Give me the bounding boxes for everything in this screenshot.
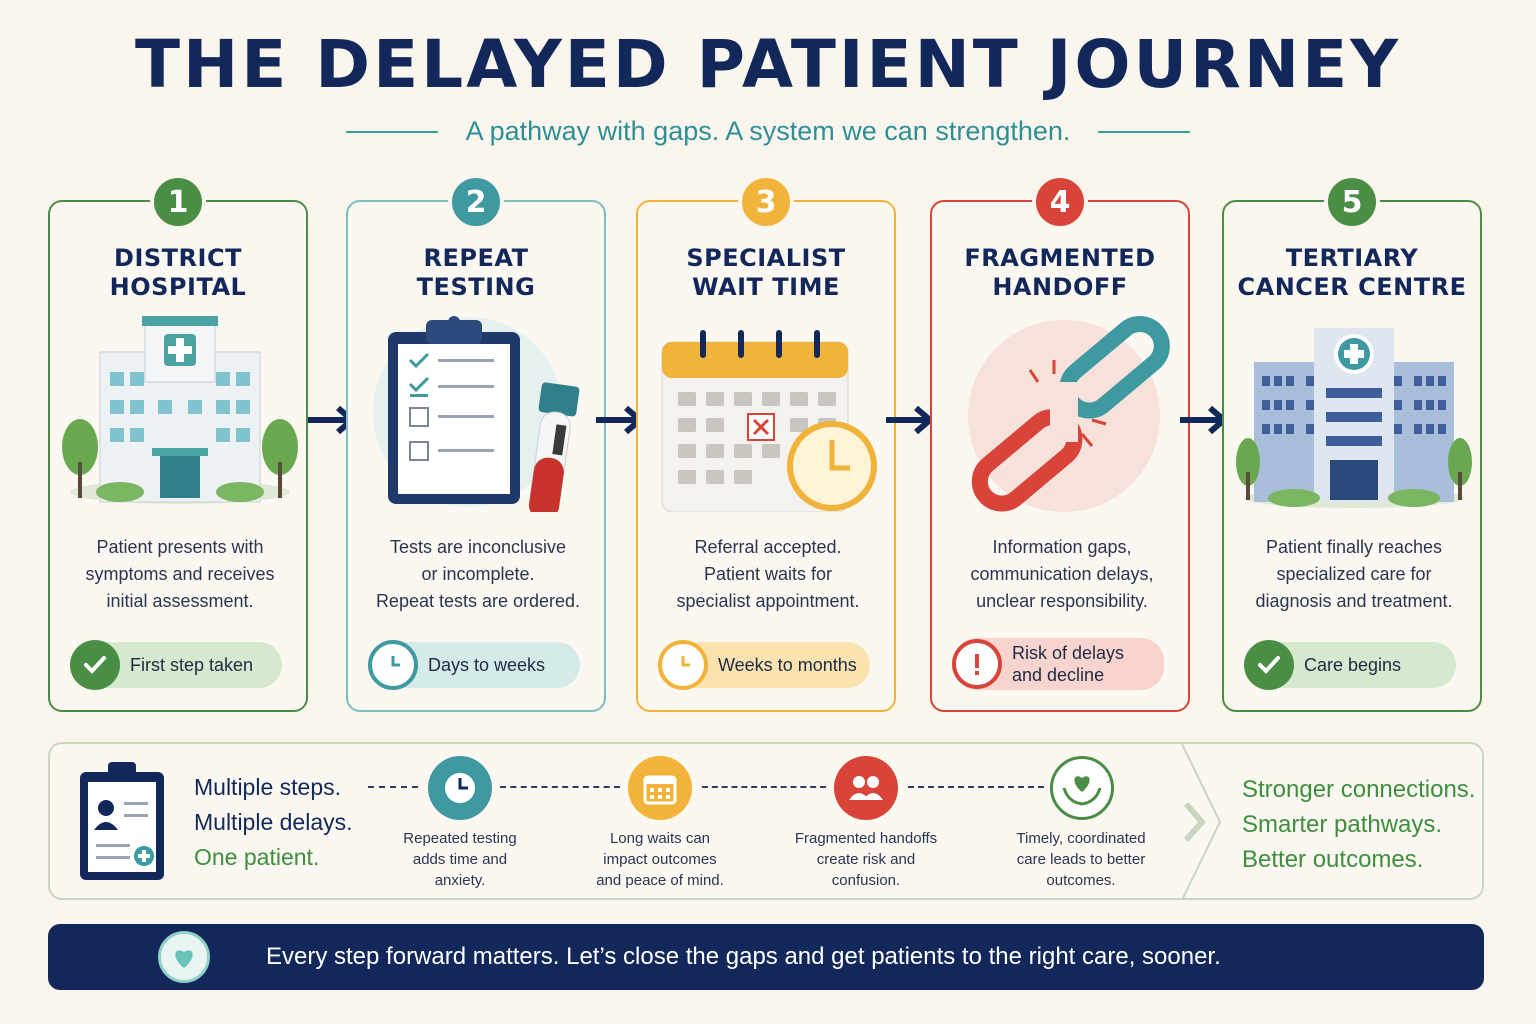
page-title: THE DELAYED PATIENT JOURNEY (134, 26, 1401, 103)
step-description: Patient finally reaches specialized care… (1255, 537, 1453, 611)
dashed-connector (368, 786, 418, 788)
chevron-right-icon (1181, 744, 1222, 900)
step-number-badge: 5 (1324, 174, 1380, 230)
summary-caption: Timely, coordinated care leads to better… (1016, 830, 1146, 889)
step-title: TERTIARY CANCER CENTRE (1237, 244, 1467, 301)
summary-lines: Multiple steps. Multiple delays. One pat… (194, 770, 353, 875)
summary-right-line: Better outcomes. (1242, 846, 1424, 873)
summary-line: Multiple delays. (194, 809, 353, 835)
summary-right-line: Stronger connections. (1242, 776, 1476, 803)
step-card-3: 3 SPECIALIST WAIT TIME Referral accepted… (636, 174, 896, 712)
summary-band: Multiple steps. Multiple delays. One pat… (48, 742, 1484, 900)
step-status-pill: Weeks to months (658, 640, 870, 690)
step-title: DISTRICT HOSPITAL (109, 244, 247, 301)
clipboard-test-tube-icon (373, 316, 580, 512)
patient-record-icon (80, 762, 164, 880)
step-status-pill: Care begins (1244, 640, 1456, 690)
people-icon (834, 756, 898, 820)
step-status-pill: First step taken (70, 640, 282, 690)
heart-icon (158, 931, 210, 983)
page-subtitle: A pathway with gaps. A system we can str… (465, 116, 1071, 146)
summary-line: Multiple steps. (194, 774, 342, 800)
step-status-text: Weeks to months (718, 655, 857, 675)
dashed-connector (702, 786, 826, 788)
summary-right-lines: Stronger connections. Smarter pathways. … (1242, 772, 1475, 877)
footer-text: Every step forward matters. Let’s close … (266, 943, 1221, 970)
calendar-clock-icon (661, 330, 877, 512)
clock-icon (428, 756, 492, 820)
step-status-pill: Risk of delays and decline (952, 638, 1164, 690)
calendar-icon (628, 756, 692, 820)
broken-chain-icon (968, 316, 1170, 512)
dashed-connector (908, 786, 1044, 788)
step-status-text: Days to weeks (428, 655, 546, 675)
summary-caption: Repeated testing adds time and anxiety. (403, 830, 517, 889)
step-description: Information gaps, communication delays, … (970, 537, 1154, 611)
step-status-text: Risk of delays and decline (1012, 643, 1125, 685)
checkmark-icon (1244, 640, 1294, 690)
subtitle-row: A pathway with gaps. A system we can str… (0, 116, 1536, 147)
step-number-badge: 2 (448, 174, 504, 230)
cancer-centre-icon (1236, 328, 1472, 508)
step-title: REPEAT TESTING (416, 244, 536, 301)
summary-caption: Fragmented handoffs create risk and conf… (794, 830, 938, 889)
step-number-badge: 1 (150, 174, 206, 230)
hospital-icon (62, 316, 298, 504)
clock-icon (658, 640, 708, 690)
heart-hands-icon (1050, 756, 1114, 820)
step-status-pill: Days to weeks (368, 640, 580, 690)
step-status-text: First step taken (130, 655, 254, 675)
step-description: Patient presents with symptoms and recei… (85, 537, 275, 611)
step-description: Tests are inconclusive or incomplete. Re… (375, 537, 581, 611)
summary-caption: Long waits can impact outcomes and peace… (596, 830, 724, 889)
summary-line: One patient. (194, 844, 320, 870)
subtitle-rule-left (345, 130, 438, 133)
summary-right-line: Smarter pathways. (1242, 811, 1443, 838)
step-title: FRAGMENTED HANDOFF (964, 244, 1156, 301)
step-card-4: 4 FRAGMENTED HANDOFF Information gaps, c… (930, 174, 1190, 712)
step-card-2: 2 REPEAT TESTING Tests are inconclusive … (346, 174, 606, 712)
step-status-text: Care begins (1304, 655, 1402, 675)
step-card-1: 1 DISTRICT HOSPITAL Patient presents wit… (48, 174, 308, 712)
step-number-badge: 3 (738, 174, 794, 230)
dashed-connector (500, 786, 620, 788)
step-description: Referral accepted. Patient waits for spe… (676, 537, 860, 611)
alert-icon (952, 639, 1002, 689)
clock-icon (368, 640, 418, 690)
checkmark-icon (70, 640, 120, 690)
step-number-badge: 4 (1032, 174, 1088, 230)
subtitle-rule-right (1098, 130, 1191, 133)
step-title: SPECIALIST WAIT TIME (686, 244, 846, 301)
footer-banner: Every step forward matters. Let’s close … (48, 924, 1484, 990)
step-card-5: 5 TERTIARY CANCER CENTRE Patient finally… (1222, 174, 1482, 712)
